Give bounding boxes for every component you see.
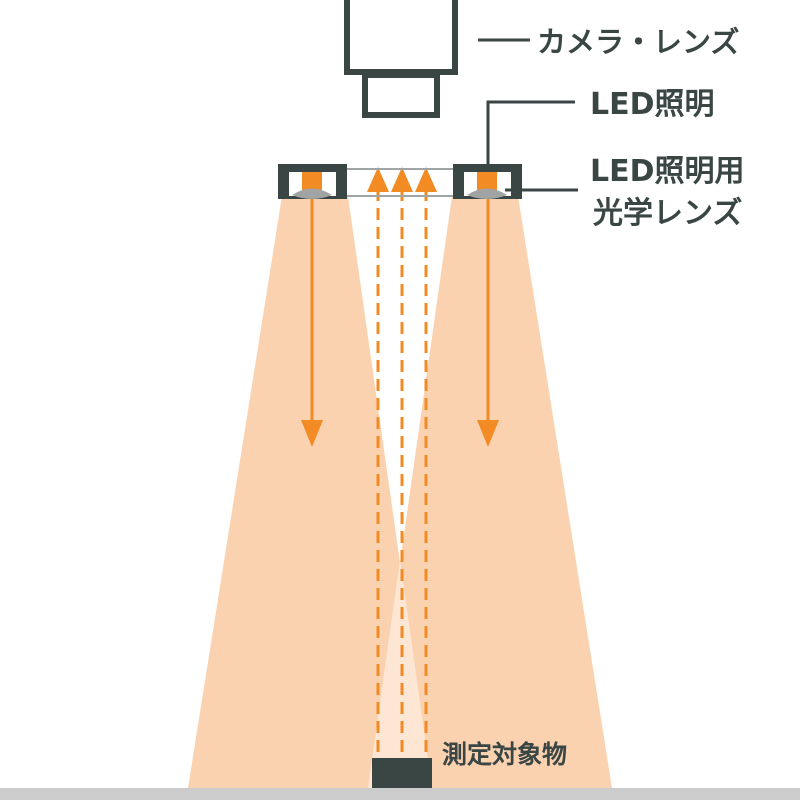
label-led-light: LED照明 xyxy=(590,87,715,122)
illumination-arrows xyxy=(301,192,499,447)
right-light-beam xyxy=(368,196,612,788)
arrowhead-up-icon xyxy=(367,167,389,192)
floor xyxy=(0,788,800,800)
label-camera-lens: カメラ・レンズ xyxy=(537,25,739,59)
led-lens-right xyxy=(467,188,507,199)
label-led-lens-line1: LED照明用 xyxy=(590,154,745,189)
arrowhead-up-icon xyxy=(391,167,413,192)
leader-lines xyxy=(478,38,578,192)
ring-light xyxy=(278,164,522,199)
camera-body xyxy=(344,0,458,75)
target-object xyxy=(372,758,432,788)
leader-led-light xyxy=(486,100,575,172)
arrowhead-down-icon xyxy=(477,420,499,447)
arrowhead-down-icon xyxy=(301,420,323,447)
reflected-ray-arrowheads xyxy=(367,167,437,192)
center-reflection-zone xyxy=(368,560,432,788)
label-target-object: 測定対象物 xyxy=(442,740,567,769)
left-light-beam xyxy=(188,196,432,788)
led-lens-left xyxy=(292,188,332,199)
led-chip-right xyxy=(477,172,497,190)
label-led-lens-line2: 光学レンズ xyxy=(593,196,742,231)
led-chip-left xyxy=(302,172,322,190)
arrowhead-up-icon xyxy=(415,167,437,192)
camera-lens xyxy=(362,72,440,118)
